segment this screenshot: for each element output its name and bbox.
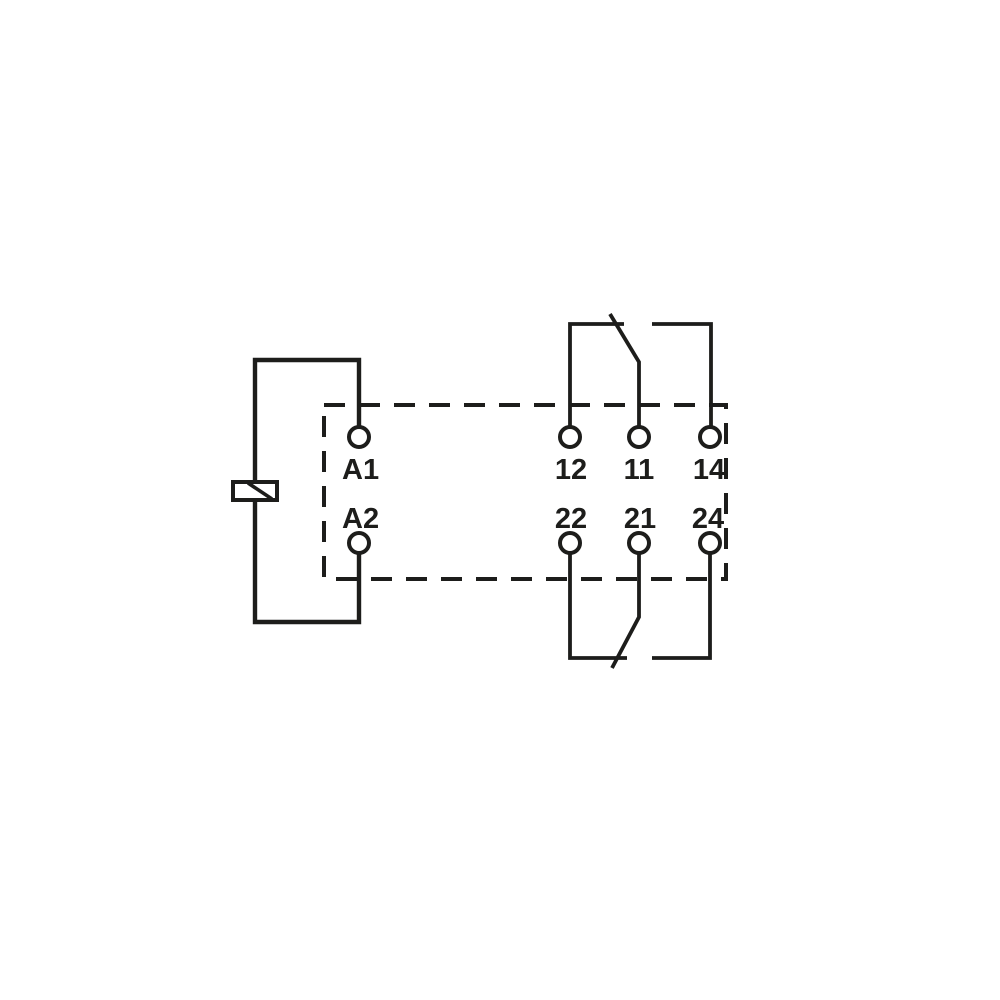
coil-symbol-diagonal xyxy=(247,481,273,501)
contact2-nc-wire xyxy=(568,553,627,660)
contact1-no-wire xyxy=(652,322,713,427)
terminal-circle-a1 xyxy=(347,425,371,449)
terminal-circle-14 xyxy=(698,425,722,449)
terminal-label-a2: A2 xyxy=(342,503,379,535)
contact1-common-blade xyxy=(608,313,641,427)
terminal-circle-12 xyxy=(558,425,582,449)
contact2-no-wire xyxy=(652,553,712,660)
terminal-circle-24 xyxy=(698,531,722,555)
terminal-circle-22 xyxy=(558,531,582,555)
terminal-label-14: 14 xyxy=(693,454,725,486)
terminal-label-12: 12 xyxy=(555,454,587,486)
terminal-label-11: 11 xyxy=(624,454,655,486)
terminal-label-22: 22 xyxy=(555,503,587,535)
terminal-circle-21 xyxy=(627,531,651,555)
contact2-common-blade xyxy=(610,553,641,669)
terminal-label-24: 24 xyxy=(692,503,724,535)
terminal-label-21: 21 xyxy=(624,503,656,535)
terminal-circle-11 xyxy=(627,425,651,449)
terminal-circle-a2 xyxy=(347,531,371,555)
contact1-nc-wire xyxy=(568,322,624,427)
terminal-label-a1: A1 xyxy=(342,454,379,486)
relay-body-dashed-outline xyxy=(322,403,728,581)
